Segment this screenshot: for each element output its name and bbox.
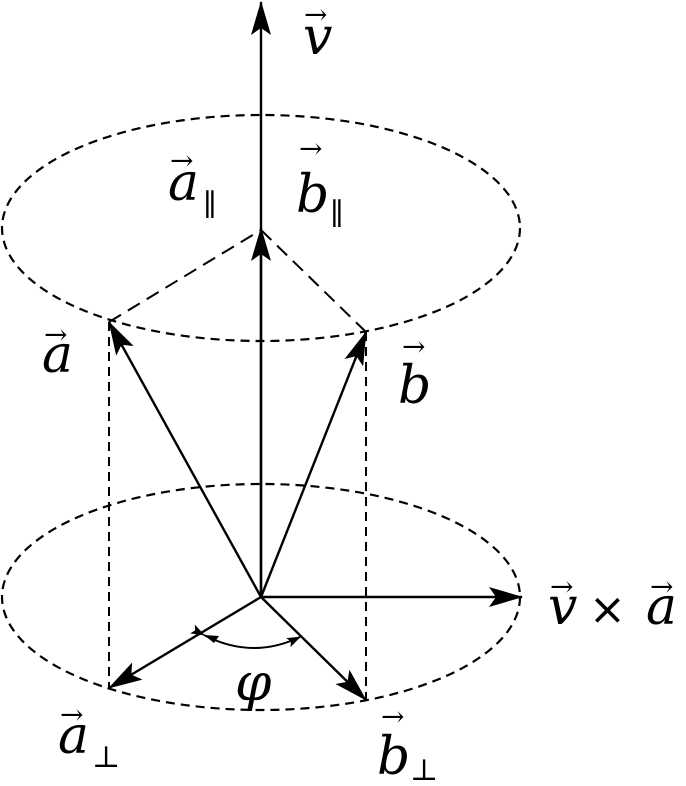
a-vector-arrow (107, 321, 263, 598)
a-label: a (42, 325, 73, 385)
phi-arc-start-head (204, 635, 219, 643)
b-vector-arrow (259, 331, 368, 598)
b-parallel-arrow: → (299, 132, 322, 165)
a-perp-label: a (58, 706, 89, 766)
vxa-cross-symbol: × (589, 584, 626, 635)
b-arrow: → (402, 330, 425, 363)
b-label: b (398, 356, 431, 416)
a-perp-sub: ⊥ (92, 740, 120, 775)
vxa-a-label: a (646, 577, 677, 637)
b-perp-sub: ⊥ (410, 753, 438, 786)
b-perp-arrow (260, 596, 367, 701)
a-perp-arrow-mark: → (60, 698, 83, 731)
b-perp-arrow-mark: → (381, 700, 404, 733)
phi-angle-arc (190, 624, 301, 649)
a-projection-line-top (108, 229, 262, 323)
a-parallel-sub: ∥ (203, 188, 217, 223)
a-parallel-arrow: → (170, 144, 193, 177)
v-top-arrow: → (304, 0, 327, 31)
a-perp-arrow (108, 595, 262, 690)
v-top-label: v (303, 7, 332, 67)
vxa-a-arrow: → (650, 570, 673, 603)
a-parallel-label: a (168, 153, 199, 213)
a-arrow: → (44, 318, 67, 351)
b-parallel-label: b (296, 165, 329, 225)
vxa-v-label: v (548, 577, 577, 637)
vxa-v-arrow: → (550, 570, 573, 603)
b-perp-label: b (377, 727, 410, 786)
b-projection-line-top (260, 229, 367, 333)
phi-label: φ (235, 653, 272, 713)
b-parallel-sub: ∥ (330, 197, 344, 232)
